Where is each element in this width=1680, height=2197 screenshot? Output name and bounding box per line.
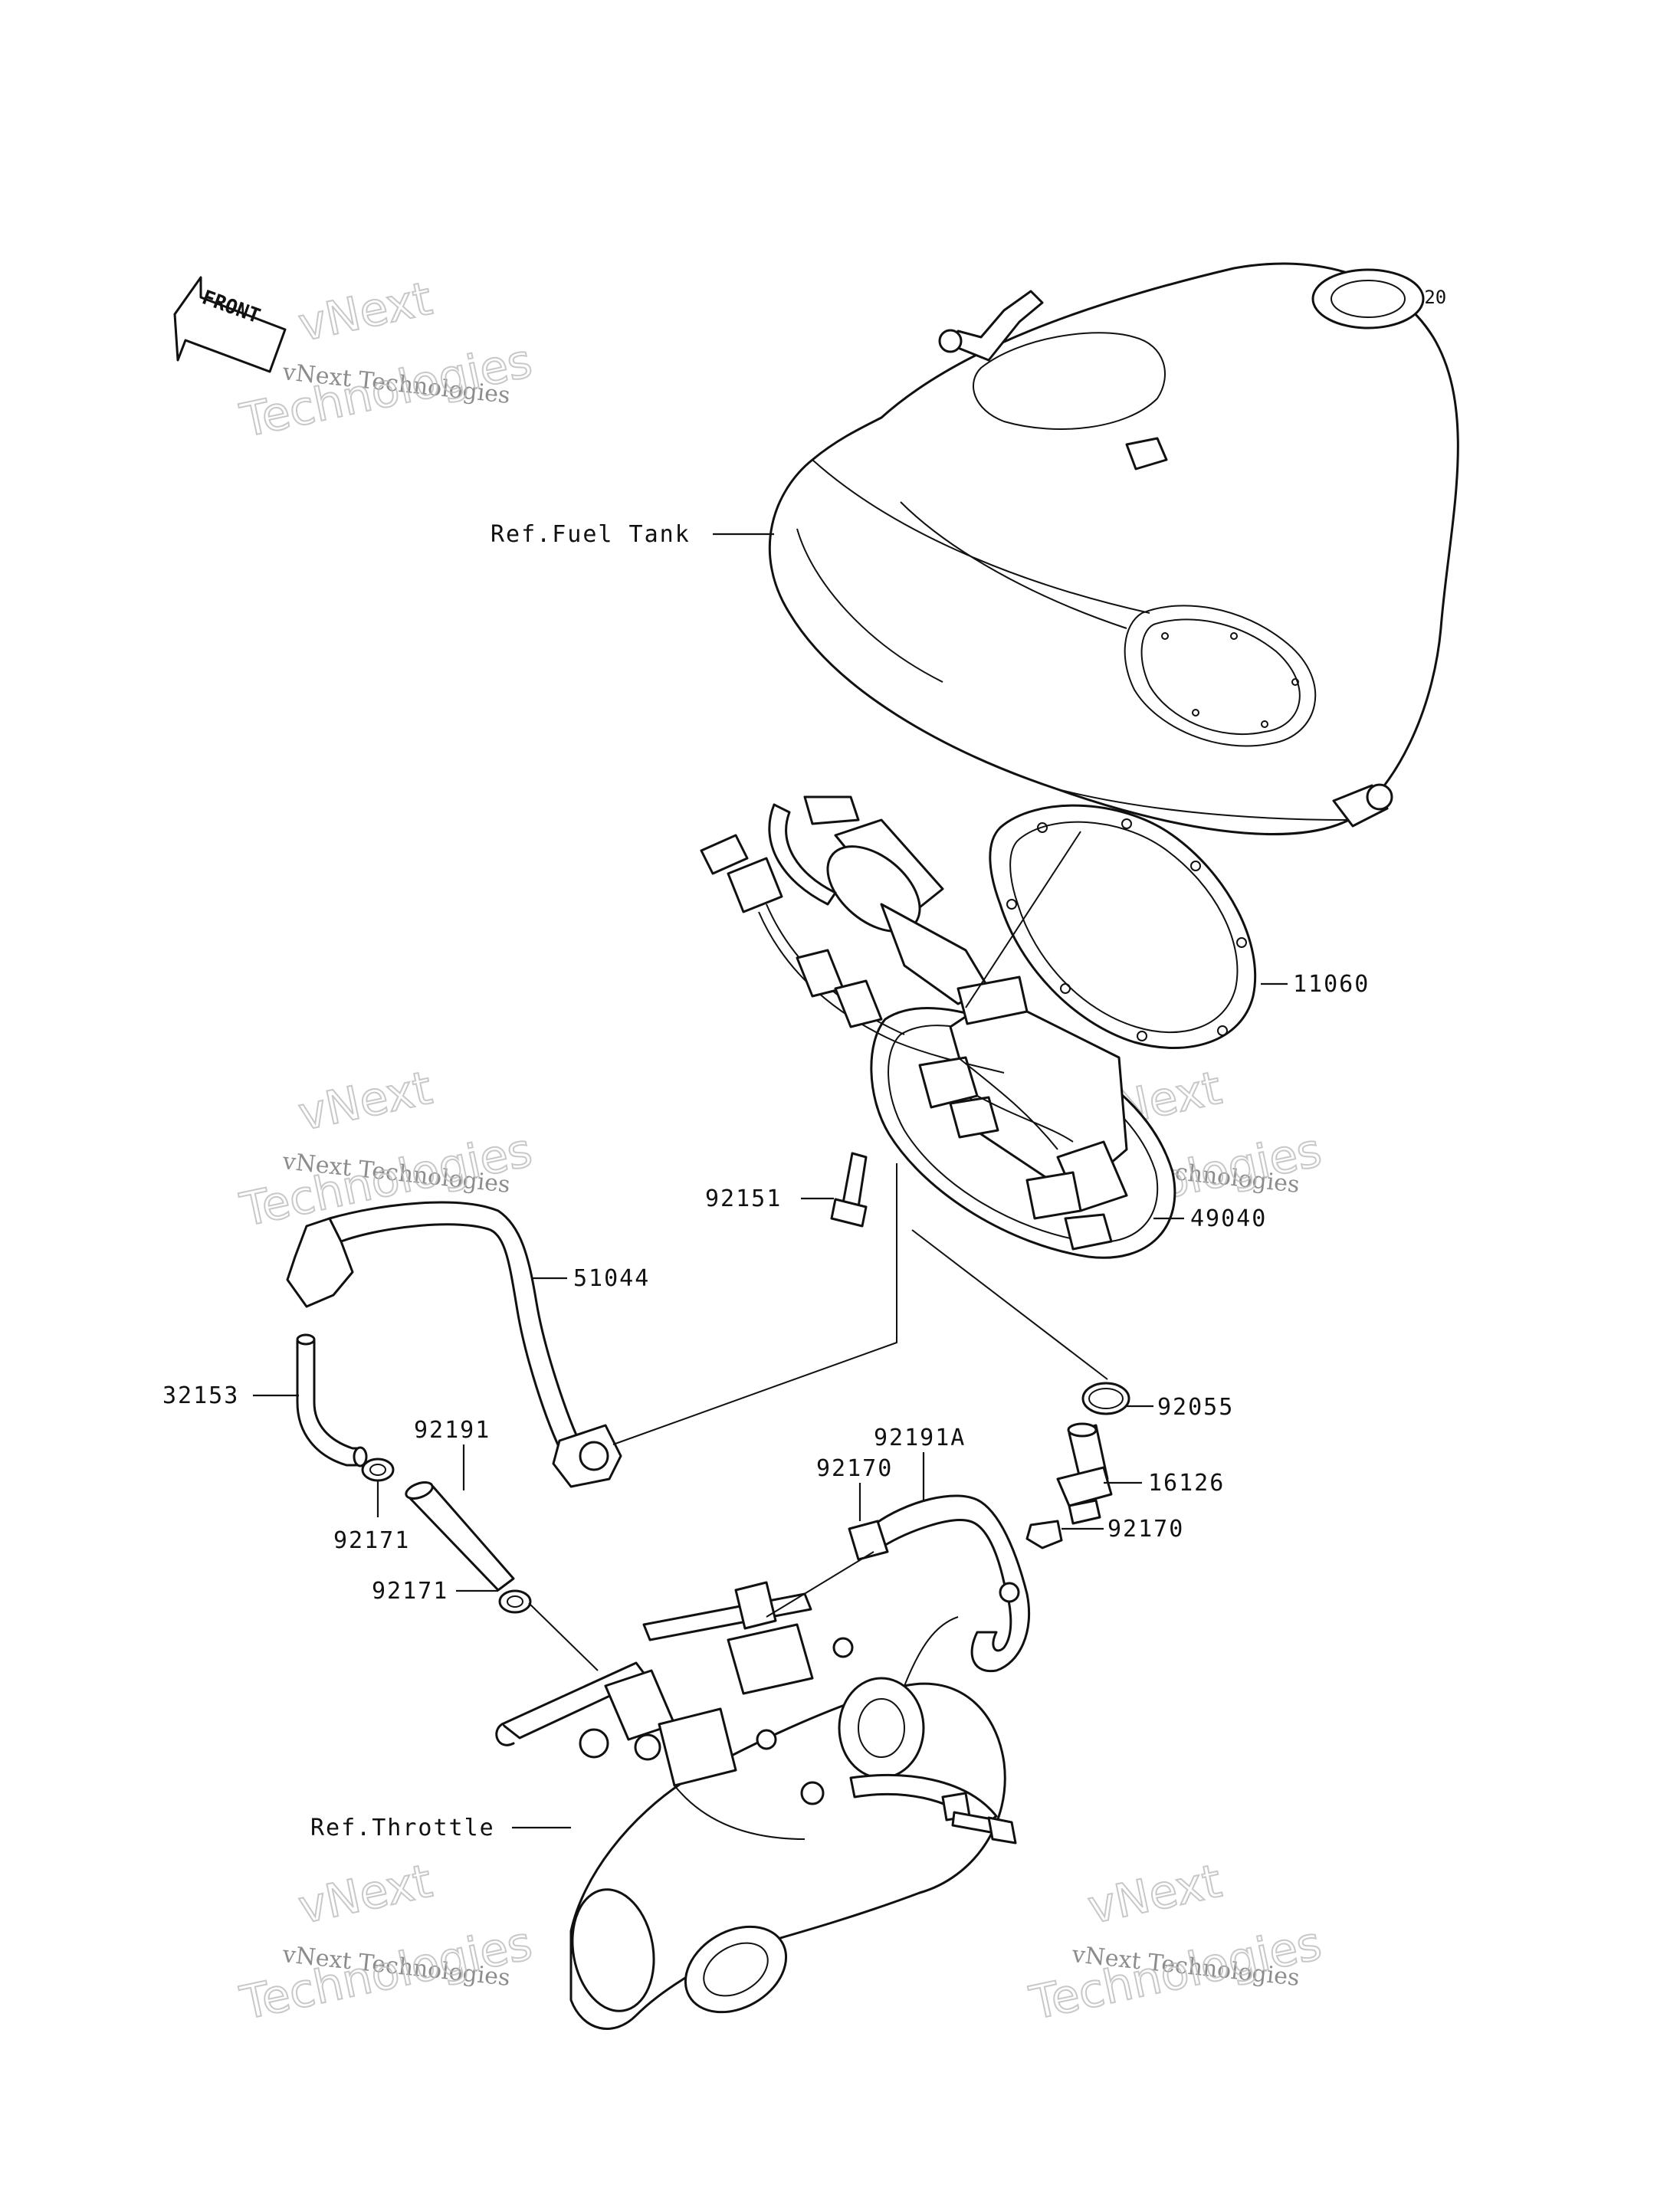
watermark-bottom-right: vNext vNext Technologies Technologies [1025,1854,1327,2031]
fuel-pump-assembly-drawing [700,795,1176,1259]
callout-51044: 51044 [573,1265,650,1292]
svg-text:Technologies: Technologies [1025,1917,1327,2031]
callout-92191: 92191 [414,1417,491,1444]
throttle-body-drawing [495,1581,1017,2030]
svg-text:vNext: vNext [294,1061,437,1142]
front-arrow-icon: FRONT [173,276,287,373]
o-ring-92055-drawing [1081,1382,1130,1415]
fuel-tank-drawing [768,262,1459,836]
hose-92191a-drawing [872,1494,1031,1673]
clamp-92171-upper-drawing [361,1458,395,1482]
clamp-92170-right-drawing [1025,1520,1063,1549]
callout-49040: 49040 [1190,1205,1267,1232]
hose-92191-drawing [405,1481,515,1592]
svg-text:vNext: vNext [294,1854,437,1935]
clamp-92170-left-drawing [848,1520,889,1561]
callout-ref-fuel-tank: Ref.Fuel Tank [491,521,691,548]
gasket-11060-drawing [989,804,1257,1049]
sensor-16126-drawing [1056,1422,1113,1525]
callout-92191a: 92191A [874,1425,966,1451]
clamp-92171-lower-drawing [498,1589,532,1614]
fitting-32153-drawing [296,1333,368,1467]
callout-32153: 32153 [162,1382,239,1409]
watermark-top-left: vNext vNext Technologies Technologies [235,271,538,449]
screw-92151-drawing [830,1152,868,1228]
svg-text:vNext: vNext [1084,1854,1226,1935]
callout-92170-b: 92170 [1107,1516,1184,1543]
callout-16126: 16126 [1148,1470,1225,1497]
callout-92171-a: 92171 [333,1527,410,1554]
hose-51044-drawing [286,1201,622,1488]
callout-92170-a: 92170 [816,1455,893,1482]
svg-text:Technologies: Technologies [236,334,537,448]
callout-92151: 92151 [705,1185,782,1212]
svg-text:Technologies: Technologies [236,1917,537,2031]
leader-lines [253,533,1288,1829]
callout-ref-throttle: Ref.Throttle [310,1815,495,1841]
callout-92055: 92055 [1157,1394,1234,1421]
callout-92171-b: 92171 [372,1578,448,1605]
watermark-bottom-left: vNext vNext Technologies Technologies [235,1854,538,2031]
callout-11060: 11060 [1293,971,1370,998]
svg-text:vNext: vNext [294,272,437,353]
